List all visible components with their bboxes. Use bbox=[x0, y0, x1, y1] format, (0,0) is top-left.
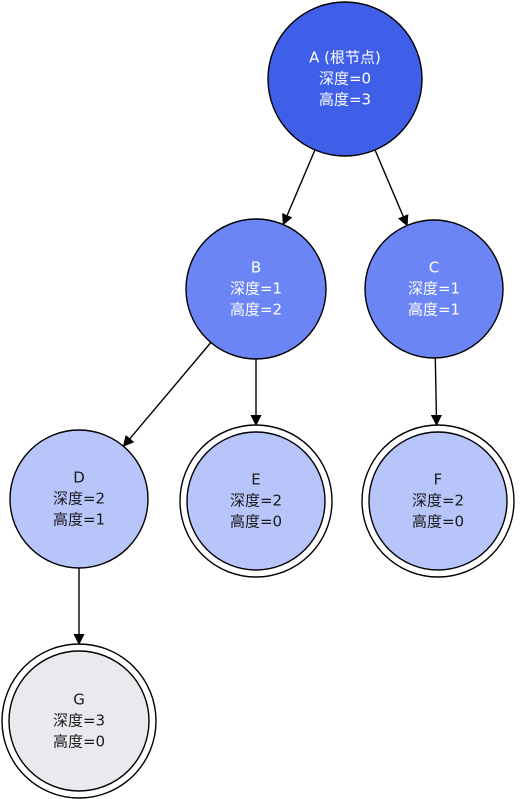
node-d: D 深度=2 高度=1 bbox=[9, 429, 149, 569]
node-c-label-0: C bbox=[429, 259, 439, 277]
node-b-circle bbox=[185, 218, 327, 360]
node-g-label-1: 深度=3 bbox=[53, 712, 105, 730]
node-f-circle bbox=[368, 431, 508, 571]
node-d-label-2: 高度=1 bbox=[53, 511, 105, 529]
edge-b-d bbox=[122, 342, 212, 448]
edge-a-b bbox=[282, 149, 316, 226]
edge-c-f bbox=[430, 357, 443, 427]
node-d-label-0: D bbox=[73, 469, 85, 487]
edge-a-c bbox=[374, 149, 409, 227]
node-g-label-2: 高度=0 bbox=[53, 733, 105, 751]
node-f: F 深度=2 高度=0 bbox=[361, 424, 515, 578]
node-e-label-1: 深度=2 bbox=[230, 492, 282, 510]
node-a: A (根节点) 深度=0 高度=3 bbox=[267, 1, 423, 157]
node-a-label-2: 高度=3 bbox=[319, 91, 371, 109]
edges-layer bbox=[73, 149, 443, 646]
node-d-circle bbox=[9, 429, 149, 569]
node-g: G 深度=3 高度=0 bbox=[1, 643, 157, 799]
node-f-label-0: F bbox=[434, 471, 443, 489]
node-c: C 深度=1 高度=1 bbox=[364, 219, 504, 359]
node-e-circle bbox=[186, 431, 326, 571]
node-d-label-1: 深度=2 bbox=[53, 490, 105, 508]
node-c-circle bbox=[364, 219, 504, 359]
node-g-label-0: G bbox=[73, 691, 85, 709]
node-b-label-1: 深度=1 bbox=[230, 280, 282, 298]
node-a-label-1: 深度=0 bbox=[319, 70, 371, 88]
node-b-label-2: 高度=2 bbox=[230, 301, 282, 319]
node-f-label-1: 深度=2 bbox=[412, 492, 464, 510]
node-e-label-2: 高度=0 bbox=[230, 513, 282, 531]
node-c-label-1: 深度=1 bbox=[408, 280, 460, 298]
node-c-label-2: 高度=1 bbox=[408, 301, 460, 319]
node-e: E 深度=2 高度=0 bbox=[179, 424, 333, 578]
node-g-circle bbox=[8, 650, 150, 792]
node-a-circle bbox=[267, 1, 423, 157]
node-f-label-2: 高度=0 bbox=[412, 513, 464, 531]
node-b-label-0: B bbox=[251, 259, 261, 277]
node-b: B 深度=1 高度=2 bbox=[185, 218, 327, 360]
node-e-label-0: E bbox=[251, 471, 260, 489]
node-a-label-0: A (根节点) bbox=[309, 49, 381, 67]
